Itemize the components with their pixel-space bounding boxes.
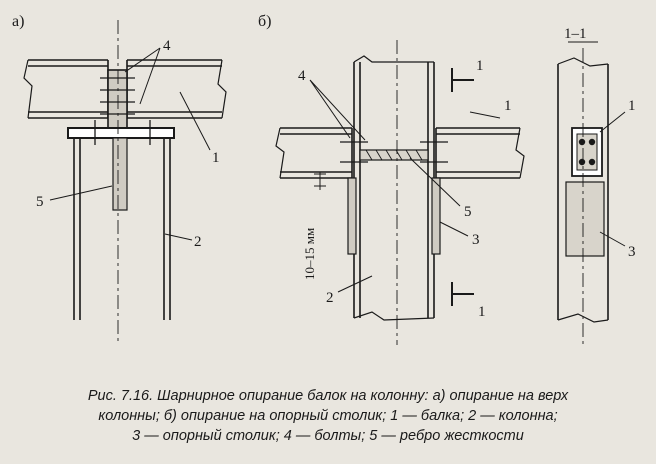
figure-caption: Рис. 7.16. Шарнирное опирание балок на к… xyxy=(20,386,636,446)
section-1-1-drawing xyxy=(557,41,626,345)
callout-a-column: 2 xyxy=(194,234,202,250)
callout-section-table: 3 xyxy=(628,244,636,260)
callout-a-bolts: 4 xyxy=(163,38,171,54)
callout-b-section-top: 1 xyxy=(476,58,484,74)
callout-section-beam: 1 xyxy=(628,98,636,114)
callout-a-beam: 1 xyxy=(212,150,220,166)
callout-a-rib: 5 xyxy=(36,194,44,210)
callout-b-bolts: 4 xyxy=(298,68,306,84)
structural-drawing: а) б) 1–1 4 1 5 2 4 1 1 5 3 2 1 10–15 мм… xyxy=(12,13,636,345)
panel-b-drawing xyxy=(275,40,525,345)
callout-b-table: 3 xyxy=(472,232,480,248)
dimension-label: 10–15 мм xyxy=(302,228,317,280)
caption-line-1: Рис. 7.16. Шарнирное опирание балок на к… xyxy=(87,388,569,404)
panel-a-drawing xyxy=(23,20,227,345)
callout-b-beam: 1 xyxy=(504,98,512,114)
callout-b-rib: 5 xyxy=(464,204,472,220)
caption-line-3: 3 — опорный столик; 4 — болты; 5 — ребро… xyxy=(132,428,524,444)
panel-a-label: а) xyxy=(12,13,24,30)
callout-b-column: 2 xyxy=(326,290,334,306)
callout-b-section-bottom: 1 xyxy=(478,304,486,320)
caption-line-2: колонны; б) опирание на опорный столик; … xyxy=(98,408,558,424)
panel-b-label: б) xyxy=(258,13,271,30)
section-label: 1–1 xyxy=(564,26,587,42)
